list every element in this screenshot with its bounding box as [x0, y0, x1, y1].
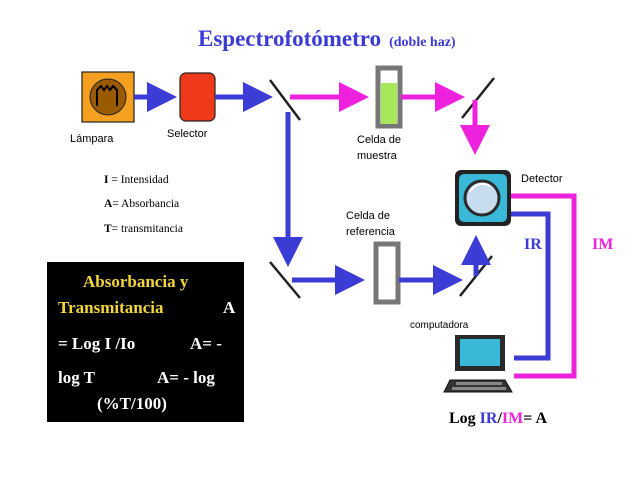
title-main: Espectrofotómetro — [198, 26, 382, 51]
legend-symbol: I — [104, 174, 109, 186]
formula-box: Absorbancia y Transmitancia A = Log I /I… — [47, 262, 244, 422]
legend-absorbance: A= Absorbancia — [104, 198, 179, 210]
sample-cell-label-2: muestra — [357, 150, 397, 162]
formula-line-4a: log T — [58, 368, 96, 387]
formula-line-3b: A= - — [190, 334, 222, 353]
legend-transmittance: T= transmitancia — [104, 223, 183, 235]
log-prefix: Log — [449, 410, 480, 427]
log-formula: Log IR/IM= A — [449, 410, 547, 428]
reference-cell — [373, 241, 401, 305]
ir-label: IR — [524, 236, 542, 253]
legend-intensity: I = Intensidad — [104, 174, 169, 186]
detector-label: Detector — [521, 173, 563, 185]
formula-line-3a: = Log I /Io — [58, 334, 136, 353]
formula-line-2a: Transmitancia — [58, 298, 164, 317]
legend-text: = Absorbancia — [112, 198, 180, 210]
selector-box — [179, 72, 216, 122]
formula-line-4b: A= - log — [157, 368, 215, 387]
formula-line-2b: A — [223, 298, 236, 317]
formula-line-1: Absorbancia y — [83, 272, 189, 291]
reference-cell-label-1: Celda de — [346, 210, 391, 222]
sample-cell — [375, 65, 403, 129]
detector-icon — [455, 170, 511, 226]
reference-cell-label-2: referencia — [346, 226, 395, 238]
im-label: IM — [592, 236, 614, 253]
legend-text: = transmitancia — [111, 223, 183, 235]
computer-icon — [443, 335, 513, 393]
signal-line-im — [511, 193, 577, 379]
mirror-top-right — [461, 77, 495, 119]
legend-text: = Intensidad — [108, 174, 169, 186]
log-suffix: = A — [523, 410, 548, 427]
mirror-bottom-left — [269, 261, 301, 299]
title-sub: (doble haz) — [389, 35, 456, 50]
diagram-title: Espectrofotómetro (doble haz) — [198, 26, 456, 52]
computer-label: computadora — [410, 320, 469, 331]
beam-splitter-mirror — [269, 79, 301, 121]
log-ir: IR — [479, 410, 498, 427]
log-im: IM — [501, 410, 524, 427]
signal-line-ir — [511, 211, 551, 361]
log-slash: / — [497, 410, 502, 427]
legend-symbol: A — [104, 198, 113, 210]
lamp-label: Lámpara — [70, 133, 114, 145]
lamp-icon — [81, 71, 135, 123]
selector-label: Selector — [167, 128, 208, 140]
sample-cell-label-1: Celda de — [357, 134, 402, 146]
formula-line-5: (%T/100) — [97, 394, 167, 413]
legend-symbol: T — [104, 223, 112, 235]
